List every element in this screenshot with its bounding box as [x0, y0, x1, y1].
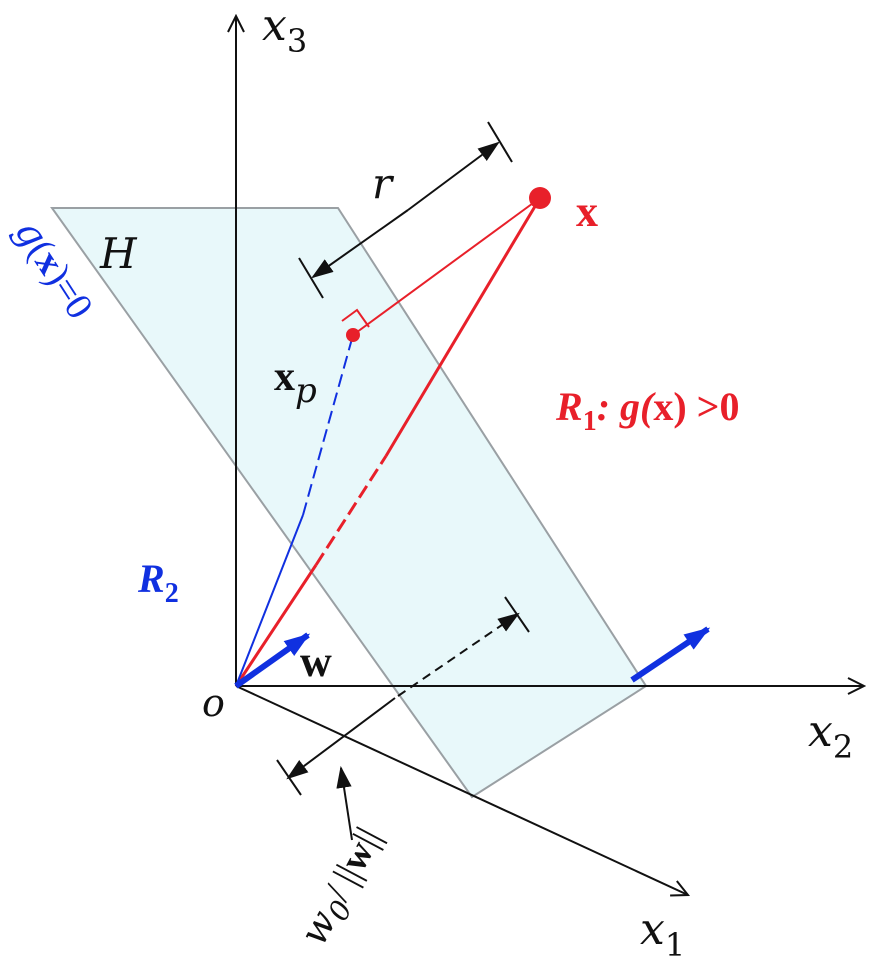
vector-xp-front [235, 514, 304, 687]
vector-x-front [234, 564, 318, 687]
axis-x1 [235, 685, 688, 895]
label-distance-r: r [372, 159, 395, 208]
right-angle-mark [341, 308, 370, 328]
label-weight-w: w [300, 637, 332, 686]
point-xp [346, 328, 360, 342]
label-point-x: x [576, 187, 598, 236]
distance-r-tick-bottom [298, 257, 324, 299]
offset-arrow-solid [286, 697, 396, 780]
label-region2: R2 [137, 556, 179, 609]
label-x2: x2 [808, 706, 853, 766]
label-plane-h: H [99, 229, 138, 278]
label-region1: R1: g(x) >0 [555, 384, 739, 437]
label-point-xp: xp [274, 354, 317, 411]
label-x1: x1 [640, 904, 685, 964]
distance-r-arrow-down [311, 209, 409, 279]
distance-r-arrow-up [407, 141, 500, 211]
point-x [529, 187, 551, 209]
label-offset: w0/||w|| [291, 820, 395, 955]
distance-r-tick-top [487, 121, 513, 163]
vector-xp-hidden [302, 334, 354, 516]
label-origin: o [202, 681, 225, 725]
vector-x-back [384, 197, 542, 457]
weight-vector-w [234, 632, 311, 689]
label-x3: x3 [262, 0, 307, 60]
normal-vector-plane [630, 626, 711, 683]
offset-pointer [336, 765, 353, 841]
perpendicular-line [352, 197, 541, 336]
offset-arrow-dashed [397, 612, 520, 697]
hyperplane-h [50, 207, 648, 799]
vector-x-hidden [314, 455, 388, 566]
